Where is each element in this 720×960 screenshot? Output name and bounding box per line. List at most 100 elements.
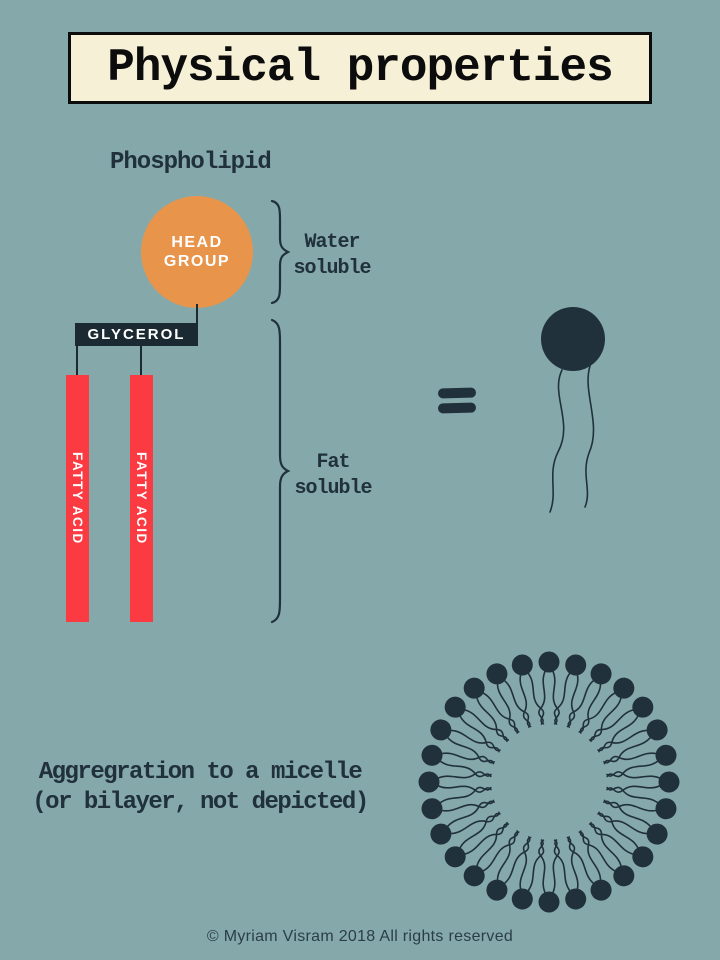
micelle-tail bbox=[446, 735, 495, 765]
micelle-head-circle bbox=[565, 654, 587, 676]
micelle-unit bbox=[463, 677, 520, 743]
micelle-unit bbox=[511, 654, 545, 728]
micelle-unit bbox=[588, 811, 654, 868]
micelle-tail bbox=[551, 839, 560, 895]
micelle-tail bbox=[458, 714, 500, 753]
micelle-unit bbox=[588, 696, 654, 753]
micelle-tail bbox=[588, 823, 635, 856]
micelle-tail bbox=[606, 786, 660, 805]
equals-dash bbox=[437, 402, 477, 414]
micelle-tail bbox=[449, 812, 501, 835]
head-to-glycerol-line bbox=[196, 304, 198, 323]
phospholipid-symbol bbox=[541, 307, 605, 513]
fatty-acid-label: FATTY ACID bbox=[70, 452, 85, 545]
fatty-acid-bar-left: FATTY ACID bbox=[66, 375, 89, 622]
micelle-head-circle bbox=[590, 663, 612, 685]
micelle-unit bbox=[603, 786, 677, 820]
lipid-tail-left bbox=[549, 369, 565, 513]
micelle-unit bbox=[444, 696, 510, 753]
micelle-tail bbox=[526, 839, 545, 893]
micelle-tail bbox=[578, 691, 617, 733]
micelle-head-circle bbox=[430, 719, 452, 741]
micelle-tail bbox=[463, 708, 510, 741]
micelle-tail bbox=[603, 800, 658, 812]
micelle-head-circle bbox=[613, 677, 635, 699]
micelle-head-circle bbox=[486, 879, 508, 901]
micelle-head-circle bbox=[430, 823, 452, 845]
page-title: Physical properties bbox=[107, 42, 613, 94]
micelle-head-circle bbox=[511, 654, 533, 676]
micelle-tail bbox=[588, 708, 635, 741]
micelle-head-circle bbox=[538, 891, 560, 913]
micelle-tail bbox=[502, 836, 532, 885]
micelle-tail bbox=[440, 752, 495, 764]
micelle-tail bbox=[590, 821, 623, 868]
micelle-head-circle bbox=[463, 865, 485, 887]
micelle-tail bbox=[475, 821, 508, 868]
micelle-head-circle bbox=[421, 798, 443, 820]
micelle-unit bbox=[463, 821, 520, 887]
micelle-tail bbox=[481, 831, 520, 873]
glycerol-box: GLYCEROL bbox=[75, 323, 198, 346]
micelle-tail bbox=[519, 836, 531, 891]
micelle-unit bbox=[444, 811, 510, 868]
micelle-unit bbox=[566, 830, 612, 901]
water-soluble-label: Water soluble bbox=[293, 231, 371, 280]
micelle-unit bbox=[553, 654, 587, 728]
equals-dash bbox=[437, 387, 477, 399]
micelle-head-circle bbox=[565, 888, 587, 910]
micelle-tail bbox=[603, 735, 652, 765]
micelle-tail bbox=[567, 836, 579, 891]
micelle-unit bbox=[538, 839, 560, 913]
micelle-tail bbox=[436, 784, 492, 793]
micelle-tail bbox=[598, 811, 640, 850]
micelle-head-circle bbox=[646, 719, 668, 741]
micelle-unit bbox=[538, 651, 560, 725]
micelle-tail bbox=[567, 673, 579, 728]
micelle-head-circle bbox=[486, 663, 508, 685]
fatty-acid-bar-right: FATTY ACID bbox=[130, 375, 153, 622]
micelle-tail bbox=[438, 759, 492, 778]
micelle-tail bbox=[526, 671, 545, 725]
micelle-tail bbox=[463, 823, 510, 856]
micelle-head-circle bbox=[444, 696, 466, 718]
micelle-head-circle bbox=[421, 744, 443, 766]
micelle-tail bbox=[446, 799, 495, 829]
micelle-tail bbox=[603, 752, 658, 764]
micelle-tail bbox=[440, 800, 495, 812]
equals-icon bbox=[437, 387, 478, 418]
micelle-head-circle bbox=[590, 879, 612, 901]
micelle-tail bbox=[566, 679, 596, 728]
fat-soluble-brace-icon bbox=[270, 318, 291, 624]
water-soluble-brace-icon bbox=[270, 199, 291, 305]
micelle-unit bbox=[606, 771, 680, 793]
micelle-unit bbox=[578, 677, 635, 743]
micelle-tail bbox=[475, 696, 508, 743]
micelle-head-circle bbox=[632, 696, 654, 718]
glycerol-to-left-tail-line bbox=[76, 346, 78, 375]
micelle-unit bbox=[578, 821, 635, 887]
micelle-head-circle bbox=[511, 888, 533, 910]
fatty-acid-label: FATTY ACID bbox=[134, 452, 149, 545]
micelle-tail bbox=[519, 673, 531, 728]
glycerol-label: GLYCEROL bbox=[87, 326, 186, 343]
lipid-head-circle bbox=[541, 307, 605, 371]
head-group-circle: HEAD GROUP bbox=[141, 196, 253, 308]
micelle-tail bbox=[496, 682, 519, 734]
micelle-head-circle bbox=[538, 651, 560, 673]
copyright-footer: © Myriam Visram 2018 All rights reserved bbox=[206, 928, 514, 945]
micelle-caption: Aggregration to a micelle (or bilayer, n… bbox=[32, 759, 369, 816]
micelle-tail bbox=[502, 679, 532, 728]
micelle-head-circle bbox=[613, 865, 635, 887]
glycerol-to-right-tail-line bbox=[140, 346, 142, 375]
micelle-head-circle bbox=[655, 798, 677, 820]
phospholipid-label: Phospholipid bbox=[110, 149, 272, 176]
title-banner: Physical properties bbox=[68, 32, 652, 104]
micelle-head-circle bbox=[444, 846, 466, 868]
micelle-tail bbox=[597, 729, 649, 752]
micelle-head-circle bbox=[418, 771, 440, 793]
micelle-diagram bbox=[418, 651, 680, 913]
micelle-head-circle bbox=[655, 744, 677, 766]
micelle-head-circle bbox=[646, 823, 668, 845]
